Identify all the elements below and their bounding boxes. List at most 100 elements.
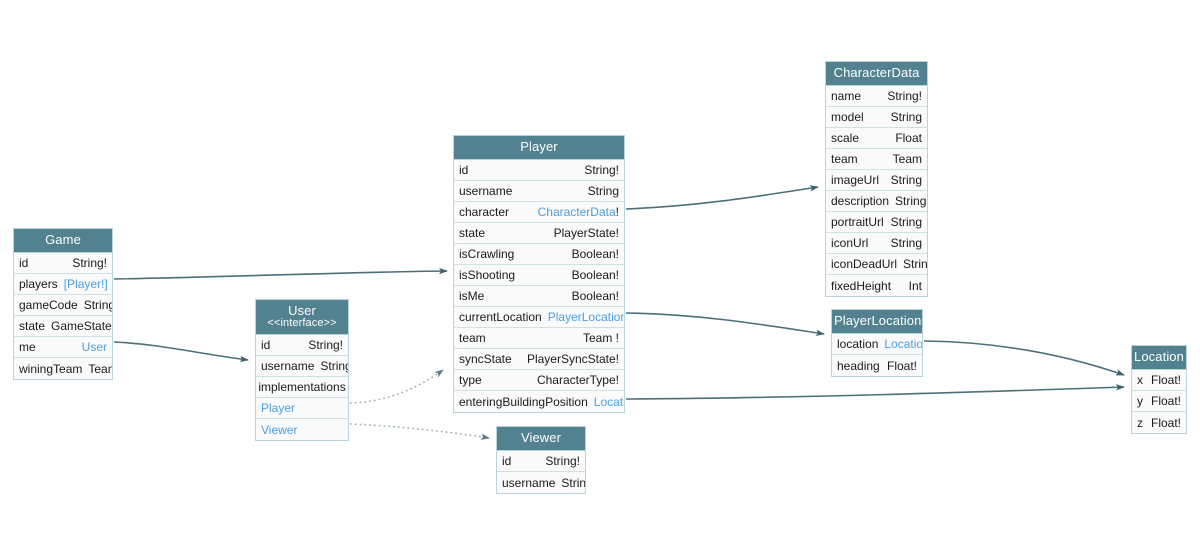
field-type: String bbox=[890, 173, 922, 187]
field-row[interactable]: iconUrl String bbox=[826, 233, 927, 254]
field-type: String! bbox=[308, 338, 343, 352]
entity-user[interactable]: User <<interface>> id String! username S… bbox=[255, 299, 349, 441]
field-row[interactable]: isShooting Boolean! bbox=[454, 265, 624, 286]
field-type-link[interactable]: Location bbox=[884, 337, 922, 351]
entity-viewer[interactable]: Viewer id String! username String bbox=[496, 426, 586, 494]
field-row[interactable]: currentLocation PlayerLocation! bbox=[454, 307, 624, 328]
field-row[interactable]: enteringBuildingPosition Location bbox=[454, 391, 624, 412]
field-type[interactable]: PlayerLocation! bbox=[542, 310, 624, 324]
field-row[interactable]: id String! bbox=[497, 451, 585, 472]
field-name: state bbox=[459, 226, 486, 240]
field-type[interactable]: User bbox=[81, 340, 107, 354]
field-row[interactable]: x Float! bbox=[1132, 370, 1186, 391]
field-type: PlayerSyncState! bbox=[526, 352, 619, 366]
field-type: Team ! bbox=[582, 331, 619, 345]
field-type: String! bbox=[584, 163, 619, 177]
field-type[interactable]: Location bbox=[593, 394, 624, 409]
edge-player-enteringbuildingposition-to-location bbox=[625, 384, 1125, 400]
field-row[interactable]: players [Player!] bbox=[14, 274, 112, 295]
field-row[interactable]: syncState PlayerSyncState! bbox=[454, 349, 624, 370]
field-row[interactable]: y Float! bbox=[1132, 391, 1186, 412]
field-row[interactable]: winingTeam Team bbox=[14, 358, 112, 379]
field-name: isShooting bbox=[459, 268, 516, 282]
field-name: id bbox=[502, 454, 512, 468]
field-row[interactable]: id String! bbox=[14, 253, 112, 274]
field-name: id bbox=[19, 256, 29, 270]
field-row[interactable]: scale Float bbox=[826, 128, 927, 149]
entity-player-title: Player bbox=[454, 136, 624, 160]
implementations-header: implementations bbox=[256, 377, 348, 398]
field-row[interactable]: state GameState! bbox=[14, 316, 112, 337]
field-type: Float! bbox=[886, 358, 917, 373]
field-row[interactable]: portraitUrl String bbox=[826, 212, 927, 233]
field-type: Boolean! bbox=[571, 268, 619, 282]
field-name: name bbox=[831, 89, 862, 103]
field-row[interactable]: isCrawling Boolean! bbox=[454, 244, 624, 265]
field-row[interactable]: id String! bbox=[454, 160, 624, 181]
field-row[interactable]: iconDeadUrl String bbox=[826, 254, 927, 275]
entity-player[interactable]: Player id String! username String charac… bbox=[453, 135, 625, 413]
field-type: String! bbox=[72, 256, 107, 270]
field-type[interactable]: CharacterData! bbox=[532, 205, 619, 219]
field-name: players bbox=[19, 277, 58, 291]
field-type: String! bbox=[887, 89, 922, 103]
field-type[interactable]: Location! bbox=[878, 337, 922, 351]
field-name: z bbox=[1137, 415, 1143, 430]
field-row[interactable]: name String! bbox=[826, 86, 927, 107]
field-type: Float bbox=[895, 131, 922, 145]
entity-location[interactable]: Location x Float! y Float! z Float! bbox=[1131, 345, 1187, 434]
field-row[interactable]: team Team ! bbox=[454, 328, 624, 349]
field-row[interactable]: isMe Boolean! bbox=[454, 286, 624, 307]
implementation-row[interactable]: Player bbox=[256, 398, 348, 419]
field-row[interactable]: heading Float! bbox=[832, 355, 922, 376]
implementations-label: implementations bbox=[258, 380, 346, 394]
field-type: Float! bbox=[1150, 394, 1181, 408]
field-name: description bbox=[831, 194, 890, 208]
field-name: iconUrl bbox=[831, 236, 869, 250]
entity-viewer-title: Viewer bbox=[497, 427, 585, 451]
edge-game-players-to-player bbox=[113, 267, 448, 280]
field-row[interactable]: id String! bbox=[256, 335, 348, 356]
field-type: Boolean! bbox=[571, 247, 619, 261]
field-name: syncState bbox=[459, 352, 512, 366]
field-name: team bbox=[831, 152, 858, 166]
field-name: imageUrl bbox=[831, 173, 880, 187]
entity-playerlocation[interactable]: PlayerLocation location Location! headin… bbox=[831, 309, 923, 377]
implementation-row[interactable]: Viewer bbox=[256, 419, 348, 440]
field-row[interactable]: fixedHeight Int bbox=[826, 275, 927, 296]
field-name: username bbox=[502, 475, 556, 490]
field-type-link[interactable]: PlayerLocation bbox=[547, 310, 624, 324]
field-name: scale bbox=[831, 131, 860, 145]
field-name: y bbox=[1137, 394, 1143, 408]
field-row[interactable]: z Float! bbox=[1132, 412, 1186, 433]
edge-playerlocation-location-to-location bbox=[923, 340, 1125, 376]
field-row[interactable]: username String bbox=[497, 472, 585, 493]
field-row[interactable]: username String bbox=[256, 356, 348, 377]
field-row[interactable]: character CharacterData! bbox=[454, 202, 624, 223]
entity-user-title: User <<interface>> bbox=[256, 300, 348, 335]
field-type-link[interactable]: CharacterData bbox=[537, 205, 616, 219]
field-name: isMe bbox=[459, 289, 485, 303]
entity-playerlocation-title: PlayerLocation bbox=[832, 310, 922, 334]
field-row[interactable]: gameCode String! bbox=[14, 295, 112, 316]
field-row[interactable]: location Location! bbox=[832, 334, 922, 355]
entity-characterdata[interactable]: CharacterData name String! model String … bbox=[825, 61, 928, 297]
field-row[interactable]: model String bbox=[826, 107, 927, 128]
field-row[interactable]: me User bbox=[14, 337, 112, 358]
field-row[interactable]: imageUrl String bbox=[826, 170, 927, 191]
implementation-name[interactable]: Viewer bbox=[261, 422, 298, 437]
field-name: iconDeadUrl bbox=[831, 257, 898, 271]
entity-game[interactable]: Game id String! players [Player!] gameCo… bbox=[13, 228, 113, 380]
implementation-name[interactable]: Player bbox=[261, 401, 296, 415]
field-row[interactable]: team Team bbox=[826, 149, 927, 170]
field-name: model bbox=[831, 110, 864, 124]
field-row[interactable]: type CharacterType! bbox=[454, 370, 624, 391]
field-type: String bbox=[890, 215, 922, 229]
edge-player-currentlocation-to-playerlocation bbox=[625, 312, 825, 336]
field-name: gameCode bbox=[19, 298, 78, 312]
field-row[interactable]: description String bbox=[826, 191, 927, 212]
field-type[interactable]: [Player!] bbox=[63, 277, 108, 291]
field-row[interactable]: state PlayerState! bbox=[454, 223, 624, 244]
field-row[interactable]: username String bbox=[454, 181, 624, 202]
entity-game-title: Game bbox=[14, 229, 112, 253]
